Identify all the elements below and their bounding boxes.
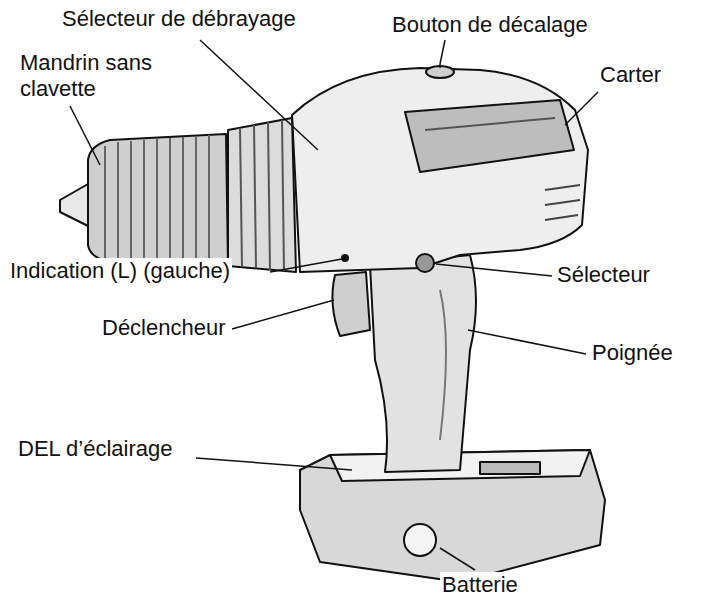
- chuck-body: [88, 134, 228, 266]
- clutch-ring: [228, 118, 296, 272]
- part-label: Carter: [598, 62, 663, 88]
- part-label: Sélecteur de débrayage: [60, 6, 298, 32]
- part-label: Sélecteur: [555, 262, 652, 288]
- handle-shape: [370, 255, 476, 472]
- part-label: Bouton de décalage: [390, 12, 590, 38]
- part-label: Indication (L) (gauche): [8, 258, 232, 284]
- part-label: DEL d’éclairage: [16, 436, 175, 462]
- body-shape: [292, 68, 588, 272]
- part-label: Mandrin sans clavette: [18, 50, 172, 102]
- part-label: Poignée: [590, 340, 675, 366]
- leader-lines: [70, 40, 598, 570]
- trigger-shape: [332, 272, 370, 336]
- part-label: Déclencheur: [100, 315, 228, 341]
- part-label: Batterie: [440, 572, 520, 598]
